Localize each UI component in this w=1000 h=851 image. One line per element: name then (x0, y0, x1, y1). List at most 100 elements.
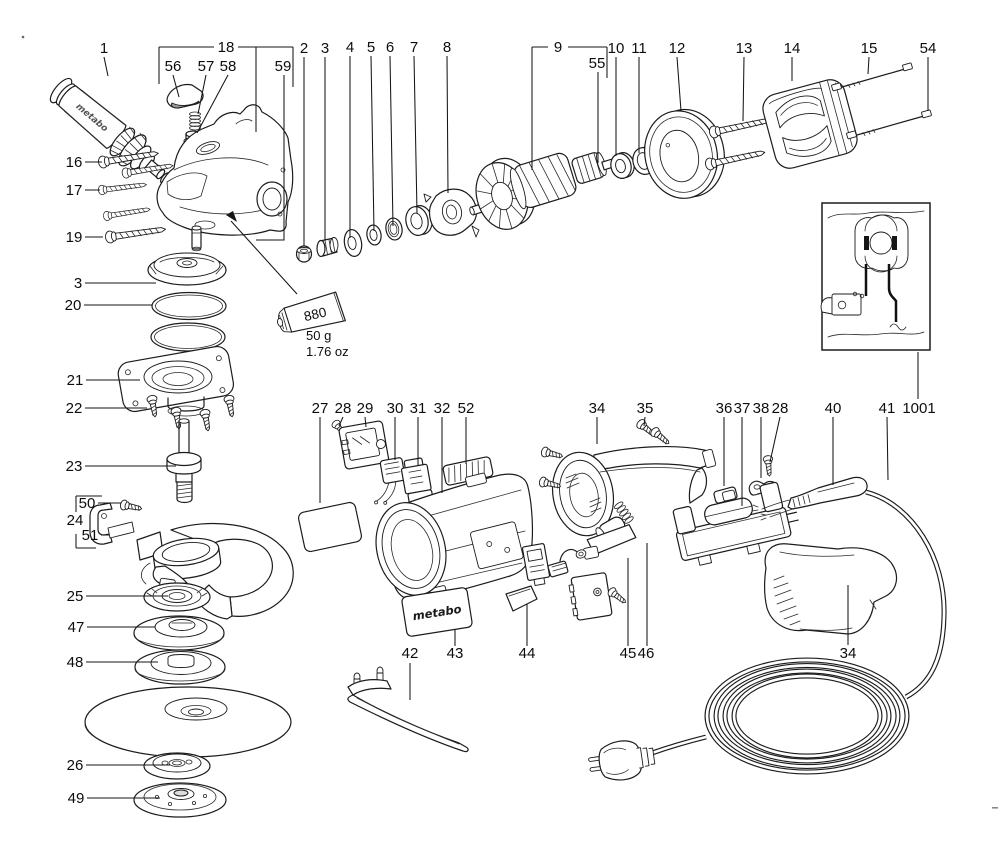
callout-23: 23 (66, 458, 83, 475)
part-clamp-flap-56 (166, 83, 204, 109)
part-bearing-ring-12 (644, 108, 725, 199)
part-cable-sleeve-40 (751, 476, 868, 521)
part-commutator-55 (571, 151, 607, 184)
part-switch-37 (672, 481, 799, 566)
part-washer-5 (366, 224, 382, 246)
callout-40: 40 (825, 400, 842, 417)
part-motor-housing-32 (375, 472, 534, 601)
part-grease-tube: 880 50 g 1.76 oz (277, 291, 349, 359)
callout-24: 24 (67, 512, 84, 529)
callout-1001: 1001 (902, 400, 935, 417)
crop-mark-right (992, 807, 998, 809)
part-flange-47 (133, 615, 225, 651)
callout-45: 45 (620, 645, 637, 662)
part-nut-2 (295, 245, 313, 263)
callout-19: 19 (66, 229, 83, 246)
part-wrench-42 (347, 666, 469, 753)
part-cable-41 (588, 489, 947, 781)
grease-weight: 50 g (306, 328, 331, 343)
callout-37: 37 (734, 400, 751, 417)
callout-47: 47 (68, 619, 85, 636)
callout-50: 50 (79, 495, 96, 512)
callout-34-grip: 34 (840, 645, 857, 662)
callout-46: 46 (638, 645, 655, 662)
grease-arrowhead (226, 211, 237, 222)
callout-51: 51 (82, 527, 99, 544)
part-screws-35 (634, 417, 673, 448)
callout-56: 56 (165, 58, 182, 75)
part-washer-6 (385, 217, 403, 241)
callout-15: 15 (861, 40, 878, 57)
callout-9: 9 (554, 39, 562, 56)
part-backing-pad-49 (133, 782, 227, 818)
part-plug (588, 740, 656, 781)
part-screws-19 (102, 204, 167, 245)
part-bevel-gear-3 (147, 252, 227, 286)
callout-49: 49 (68, 790, 85, 807)
callout-10: 10 (608, 40, 625, 57)
callout-32: 32 (434, 400, 451, 417)
part-flange-48 (134, 649, 226, 685)
callout-38: 38 (753, 400, 770, 417)
part-washer-4 (343, 229, 363, 257)
part-bearing-flange-21 (117, 345, 235, 417)
callout-14: 14 (784, 40, 801, 57)
callout-2: 2 (300, 40, 308, 57)
part-grip-half-34 (764, 543, 898, 635)
callout-8: 8 (443, 39, 451, 56)
callout-26: 26 (67, 757, 84, 774)
part-brush-holder-bridge (582, 524, 637, 560)
part-gear-housing-18 (156, 104, 294, 236)
part-wire-54 (846, 109, 932, 140)
callout-7: 7 (410, 39, 418, 56)
callout-25: 25 (67, 588, 84, 605)
callout-44: 44 (519, 645, 536, 662)
callout-5: 5 (367, 39, 375, 56)
part-screw-17 (97, 179, 148, 196)
callout-12: 12 (669, 40, 686, 57)
callout-17: 17 (66, 182, 83, 199)
callout-1: 1 (100, 40, 108, 57)
part-connector-wire (547, 548, 587, 578)
callout-27: 27 (312, 400, 329, 417)
callout-11: 11 (631, 40, 647, 57)
callout-20: 20 (65, 297, 82, 314)
grease-weight-alt: 1.76 oz (306, 344, 349, 359)
callout-35: 35 (637, 400, 654, 417)
part-bearing-10 (610, 152, 635, 179)
callout-48: 48 (67, 654, 84, 671)
part-grinding-wheel (84, 686, 292, 758)
part-bearing-7 (405, 205, 433, 236)
callout-31: 31 (410, 400, 427, 417)
part-stator-14 (762, 79, 858, 169)
part-cover-plate-27 (297, 501, 363, 553)
inset-wiring-diagram-1001 (820, 202, 931, 351)
callout-13: 13 (736, 40, 753, 57)
callout-16: 16 (66, 154, 83, 171)
callout-34-shell: 34 (589, 400, 606, 417)
part-screw-28-right (762, 454, 775, 477)
part-spring-57 (189, 111, 201, 131)
callout-43: 43 (447, 645, 464, 662)
callout-30: 30 (387, 400, 404, 417)
callout-58: 58 (220, 58, 237, 75)
part-electronics-cover-46 (568, 572, 613, 621)
part-pin-59 (191, 225, 202, 252)
callout-52: 52 (458, 400, 475, 417)
callout-42: 42 (402, 645, 419, 662)
callout-6: 6 (386, 39, 394, 56)
crop-mark-topleft (21, 35, 25, 39)
callout-41: 41 (879, 400, 896, 417)
part-module-29 (338, 420, 390, 470)
callout-3-gear: 3 (74, 275, 82, 292)
part-sticker-44 (505, 585, 538, 612)
part-armature-9 (469, 151, 626, 230)
part-wire-15 (831, 62, 913, 92)
part-clamp-nut-26 (143, 752, 211, 780)
part-side-handle: metabo (49, 77, 174, 186)
callout-18: 18 (218, 39, 235, 56)
part-guard-screw-50 (119, 498, 144, 515)
part-spindle-23 (166, 418, 202, 504)
